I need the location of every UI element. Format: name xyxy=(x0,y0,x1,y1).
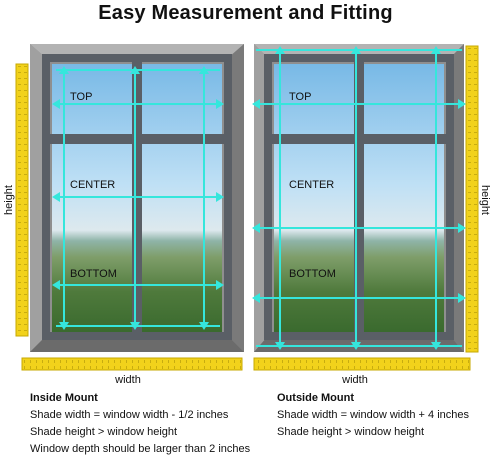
double-arrow-icon xyxy=(52,66,224,330)
inside-mount-line: Shade height > window height xyxy=(30,426,178,438)
outside-label-top: TOP xyxy=(289,91,311,103)
outside-label-bottom: BOTTOM xyxy=(289,268,336,280)
outside-measure-lines xyxy=(256,49,462,347)
outside-transom xyxy=(268,134,450,144)
tape-ruler-icon xyxy=(465,45,479,353)
outside-mount-heading: Outside Mount xyxy=(277,392,354,404)
tape-ruler-icon xyxy=(21,357,243,371)
inside-mount-caption: Inside Mount Shade width = window width … xyxy=(30,390,250,458)
outside-mount-caption: Outside Mount Shade width = window width… xyxy=(277,390,469,441)
outside-height-label: height xyxy=(479,185,491,215)
outside-mount-line: Shade width = window width + 4 inches xyxy=(277,409,470,421)
inside-mount-line: Window depth should be larger than 2 inc… xyxy=(30,443,251,455)
inside-mount-line: Shade width = window width - 1/2 inches xyxy=(30,409,229,421)
outside-label-center: CENTER xyxy=(289,179,334,191)
inside-mount-heading: Inside Mount xyxy=(30,392,98,404)
outside-mullion xyxy=(354,58,364,336)
inside-label-top: TOP xyxy=(70,91,92,103)
inside-measure-lines xyxy=(56,69,220,327)
tape-ruler-icon xyxy=(253,357,471,371)
outside-width-label: width xyxy=(341,374,368,386)
inside-width-label: width xyxy=(114,374,141,386)
inside-window xyxy=(30,44,244,352)
outside-mount-line: Shade height > window height xyxy=(277,426,425,438)
inside-transom xyxy=(46,134,228,144)
inside-label-center: CENTER xyxy=(70,179,115,191)
tape-ruler-icon xyxy=(15,63,29,337)
inside-label-bottom: BOTTOM xyxy=(70,268,117,280)
page-title: Easy Measurement and Fitting xyxy=(98,2,393,24)
inside-height-label: height xyxy=(3,185,15,215)
outside-window xyxy=(252,44,466,352)
double-arrow-icon xyxy=(252,46,466,350)
